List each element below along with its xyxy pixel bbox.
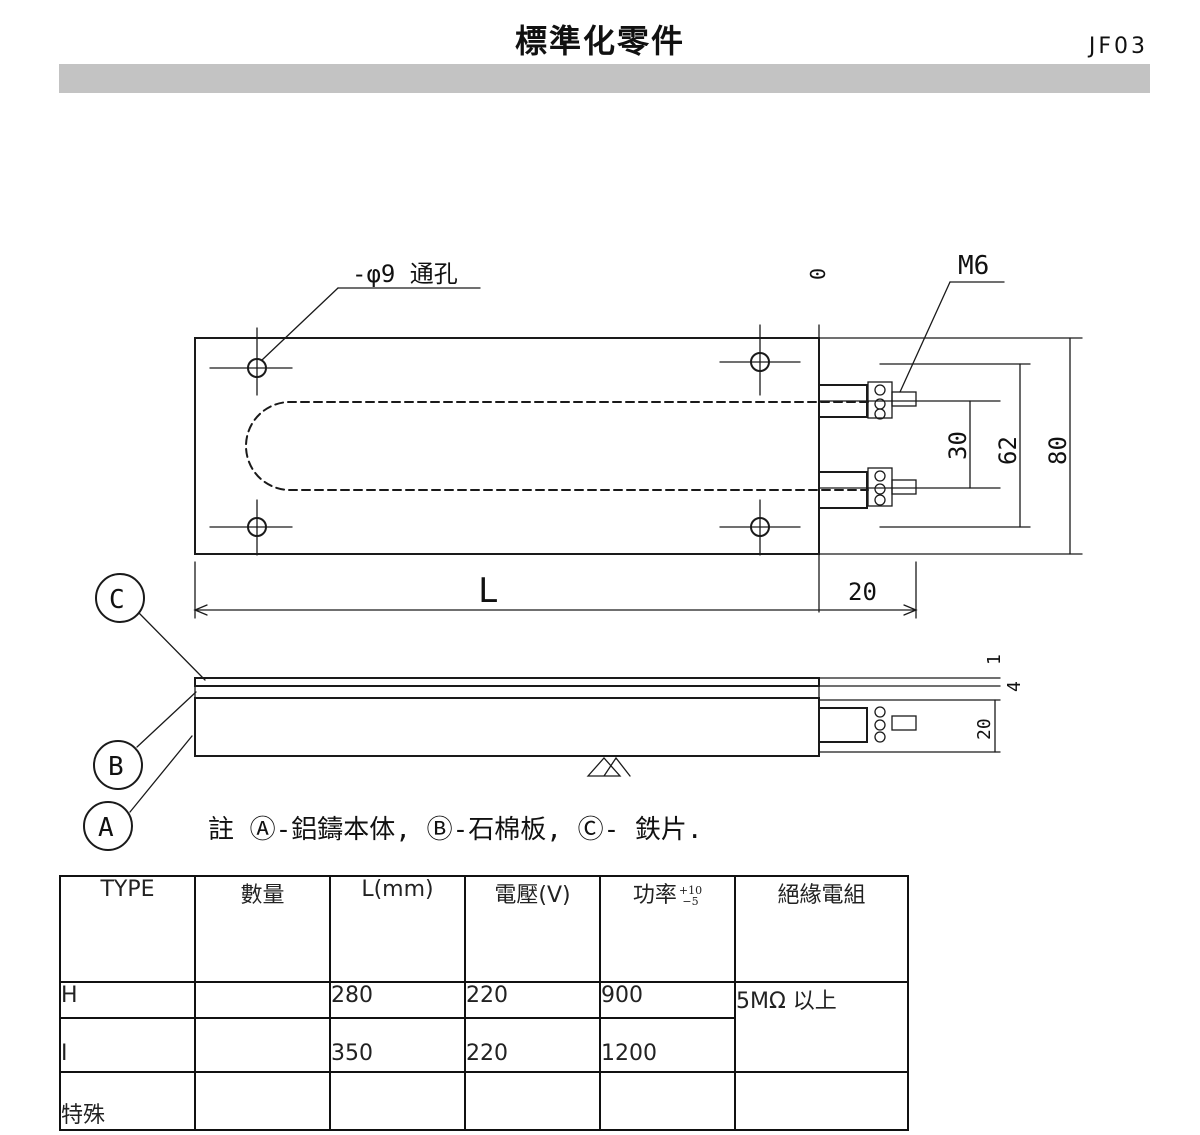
technical-drawing: 30 62 80 0 -φ9 通孔 M6 L 20 (83, 251, 1083, 851)
page-title: 標準化零件 (514, 22, 685, 60)
row-type-cell: 特殊 (59, 1071, 196, 1131)
table-row: I 350 220 1200 (59, 1017, 908, 1073)
iron-plate-layer (194, 677, 820, 687)
m6-leader (899, 281, 951, 393)
row-voltage-cell (464, 1071, 601, 1131)
material-note: 註 Ⓐ-鋁鑄本体, Ⓑ-石棉板, Ⓒ- 鉄片. (208, 815, 703, 845)
tolerance-lower: −5 (682, 895, 699, 908)
insulation-value: 5MΩ 以上 (734, 981, 909, 1073)
callout-a-label: A (98, 813, 114, 843)
document-code: JF03 (1088, 34, 1148, 59)
row-power-cell (599, 1071, 736, 1131)
row-length-cell: 350 (329, 1017, 466, 1073)
row-qty-cell (194, 981, 331, 1019)
dim-20-elev-label: 20 (974, 718, 995, 740)
spec-table: TYPE 數量 L(mm) 電壓(V) 功率+10−5 絕緣電組 H 280 2… (59, 875, 909, 1131)
support-foot (586, 756, 631, 777)
heating-element-path (245, 401, 869, 491)
dim-20-side-label: 20 (848, 578, 877, 606)
table-row: 特殊 (59, 1071, 909, 1131)
mount-hole-top-right (719, 324, 801, 396)
dim-L-label: L (478, 571, 498, 611)
row-voltage-cell: 220 (464, 981, 601, 1019)
hole-leader (261, 287, 339, 361)
callout-a-bubble (83, 801, 133, 851)
row-length-cell (329, 1071, 466, 1131)
row-power-cell: 1200 (599, 1017, 736, 1073)
callout-c-bubble (95, 573, 145, 623)
header-length: L(mm) (329, 875, 466, 983)
row-voltage-cell: 220 (464, 1017, 601, 1073)
header-voltage: 電壓(V) (464, 875, 601, 983)
header-power: 功率+10−5 (599, 875, 736, 983)
power-tolerance: +10−5 (679, 885, 702, 907)
row-length-cell: 280 (329, 981, 466, 1019)
table-header-row: TYPE 數量 L(mm) 電壓(V) 功率+10−5 絕緣電組 (59, 875, 909, 983)
row-qty-cell (194, 1017, 331, 1073)
row-type-cell: H (59, 981, 196, 1019)
callout-b-label: B (108, 752, 124, 782)
title-divider-bar (59, 64, 1150, 93)
callout-c-label: C (109, 585, 125, 615)
header-quantity: 數量 (194, 875, 331, 983)
header-type: TYPE (59, 875, 196, 983)
dim-62-label: 62 (994, 436, 1022, 465)
plan-view: 30 62 80 0 -φ9 通孔 M6 L 20 (193, 251, 1083, 619)
tolerance-upper: +10 (678, 884, 703, 897)
hole-note: -φ9 通孔 (352, 260, 458, 288)
elevation-terminal (818, 706, 917, 743)
row-power-cell: 900 (599, 981, 736, 1019)
terminal-top (818, 381, 1001, 420)
m6-label: M6 (958, 251, 989, 281)
table-row: H 280 220 900 5MΩ 以上 (59, 981, 909, 1073)
row-qty-cell (194, 1071, 331, 1131)
mount-hole-bottom-left (209, 499, 293, 556)
dim-30-label: 30 (944, 431, 972, 460)
aluminium-body (194, 697, 820, 757)
mount-hole-top-left (209, 327, 293, 396)
row-insulation-cell (734, 1071, 909, 1131)
callout-b-bubble (93, 740, 143, 790)
header-power-label: 功率 (632, 883, 677, 908)
dim-0-label: 0 (806, 268, 830, 280)
elevation-view: 1 4 20 C B A 註 Ⓐ-鋁鑄本体, Ⓑ-石棉板, Ⓒ- 鉄片. (83, 573, 1025, 851)
asbestos-layer (194, 685, 820, 699)
dim-80-label: 80 (1044, 436, 1072, 465)
dim-4-label: 4 (1004, 681, 1025, 692)
terminal-bottom (818, 467, 1001, 509)
row-type-cell: I (59, 1017, 196, 1073)
dim-1-label: 1 (984, 654, 1005, 665)
plate-outline (194, 337, 820, 555)
mount-hole-bottom-right (719, 499, 801, 556)
header-insulation: 絕緣電組 (734, 875, 909, 983)
